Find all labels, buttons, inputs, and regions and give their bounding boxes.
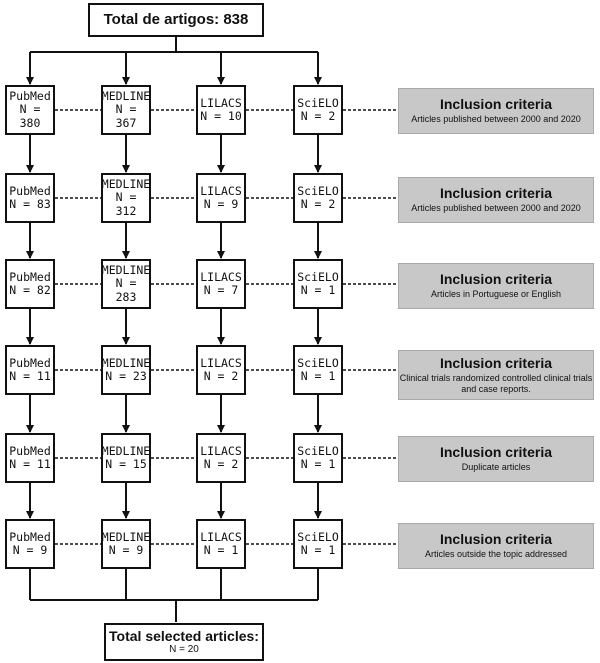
db-count: N = 1 xyxy=(300,369,336,383)
db-name: SciELO xyxy=(297,529,339,544)
db-name: PubMed xyxy=(9,89,51,104)
criteria-description: Duplicate articles xyxy=(461,462,531,473)
db-name: LILACS xyxy=(200,355,242,370)
db-name: LILACS xyxy=(200,95,242,110)
db-name: LILACS xyxy=(200,269,242,284)
db-count: N = 283 xyxy=(115,276,137,304)
db-count: N = 2 xyxy=(300,109,336,123)
db-count: N = 15 xyxy=(105,457,147,471)
db-name: PubMed xyxy=(9,269,51,284)
criteria-title: Inclusion criteria xyxy=(439,354,553,371)
db-count: N = 9 xyxy=(108,543,144,557)
criteria-description: Articles published between 2000 and 2020 xyxy=(411,203,581,214)
db-name: MEDLINE xyxy=(101,89,151,104)
db-name: SciELO xyxy=(297,183,339,198)
criteria-description: Clinical trials randomized controlled cl… xyxy=(399,372,593,394)
criteria-title: Inclusion criteria xyxy=(439,443,553,460)
total-selected-title: Total selected articles: xyxy=(109,628,259,645)
db-count: N = 83 xyxy=(9,197,51,211)
db-count: N = 9 xyxy=(12,543,48,557)
criteria-title: Inclusion criteria xyxy=(439,184,553,201)
criteria-title: Inclusion criteria xyxy=(439,95,553,112)
db-name: MEDLINE xyxy=(101,263,151,278)
db-name: PubMed xyxy=(9,183,51,198)
db-name: LILACS xyxy=(200,443,242,458)
criteria-description: Articles published between 2000 and 2020 xyxy=(411,114,581,125)
db-count: N = 82 xyxy=(9,283,51,297)
db-count: N = 9 xyxy=(203,197,239,211)
db-count: N = 23 xyxy=(105,369,147,383)
db-count: N = 367 xyxy=(115,102,137,130)
db-name: SciELO xyxy=(297,269,339,284)
db-count: N = 1 xyxy=(300,457,336,471)
db-count: N = 1 xyxy=(300,543,336,557)
db-name: PubMed xyxy=(9,443,51,458)
db-name: SciELO xyxy=(297,355,339,370)
total-articles-box: Total de artigos: 838 xyxy=(88,3,264,37)
db-name: MEDLINE xyxy=(101,443,151,458)
db-name: MEDLINE xyxy=(101,529,151,544)
total-articles-label: Total de artigos: 838 xyxy=(103,11,249,29)
criteria-title: Inclusion criteria xyxy=(439,530,553,547)
db-name: LILACS xyxy=(200,529,242,544)
db-count: N = 2 xyxy=(203,457,239,471)
db-count: N = 1 xyxy=(300,283,336,297)
db-count: N = 7 xyxy=(203,283,239,297)
criteria-description: Articles outside the topic addressed xyxy=(424,549,568,560)
total-selected-count: N = 20 xyxy=(169,644,199,656)
db-count: N = 11 xyxy=(9,457,51,471)
db-count: N = 11 xyxy=(9,369,51,383)
criteria-title: Inclusion criteria xyxy=(439,270,553,287)
db-name: LILACS xyxy=(200,183,242,198)
db-name: PubMed xyxy=(9,529,51,544)
db-name: SciELO xyxy=(297,443,339,458)
db-count: N = 10 xyxy=(200,109,242,123)
db-count: N = 2 xyxy=(203,369,239,383)
criteria-description: Articles in Portuguese or English xyxy=(430,289,562,300)
db-count: N = 2 xyxy=(300,197,336,211)
db-count: N = 1 xyxy=(203,543,239,557)
total-selected-box: Total selected articles: N = 20 xyxy=(104,623,264,661)
db-name: PubMed xyxy=(9,355,51,370)
db-count: N = 312 xyxy=(115,190,137,218)
db-name: SciELO xyxy=(297,95,339,110)
db-count: N = 380 xyxy=(19,102,41,130)
db-name: MEDLINE xyxy=(101,355,151,370)
db-name: MEDLINE xyxy=(101,177,151,192)
